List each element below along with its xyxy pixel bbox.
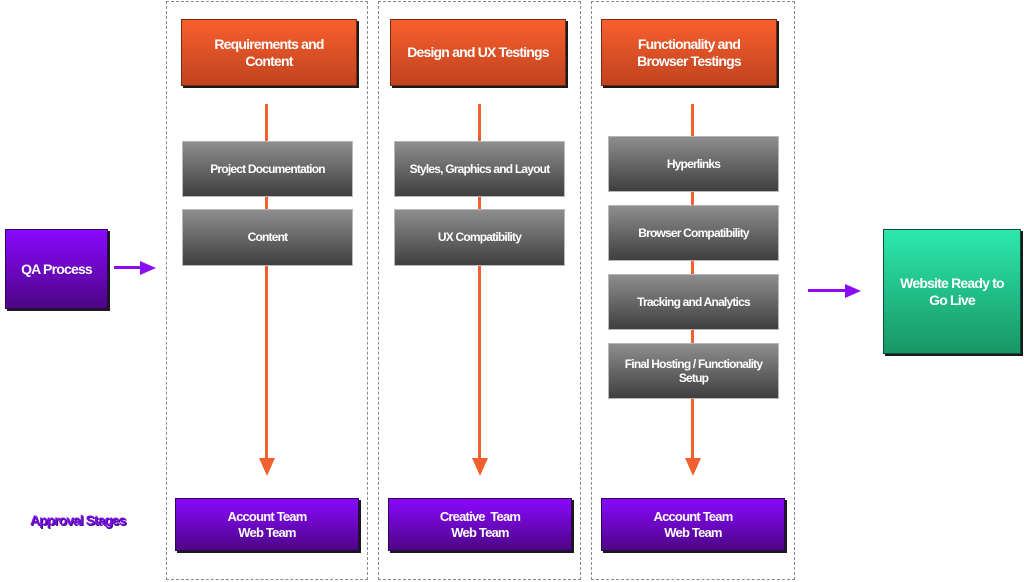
task-label: Tracking and Analytics	[637, 294, 750, 309]
task-label: Browser Compatibility	[638, 225, 749, 240]
task-final-hosting-setup[interactable]: Final Hosting / Functionality Setup	[608, 343, 779, 399]
task-project-documentation[interactable]: Project Documentation	[182, 141, 353, 197]
task-label: Styles, Graphics and Layout	[409, 161, 551, 176]
approval-team-1: Creative Team	[439, 508, 521, 524]
task-label: Hyperlinks	[666, 156, 721, 171]
approval-account-web-1[interactable]: Account Team Web Team	[175, 498, 359, 551]
start-arrow-line	[114, 266, 142, 269]
approval-creative-web[interactable]: Creative Team Web Team	[388, 498, 572, 551]
phase-functionality-browser[interactable]: Functionality and Browser Testings	[601, 19, 777, 86]
qa-process-node[interactable]: QA Process	[5, 229, 108, 309]
qa-process-label: QA Process	[21, 260, 93, 277]
phase-title: Design and UX Testings	[407, 44, 549, 61]
phase-requirements[interactable]: Requirements and Content	[181, 19, 357, 86]
flow-line-1	[265, 104, 268, 460]
approval-team-2: Web Team	[664, 524, 722, 540]
approval-team-2: Web Team	[238, 524, 296, 540]
start-arrow-head	[140, 260, 156, 275]
lane-design	[378, 1, 581, 580]
flow-arrowhead-3	[684, 458, 701, 476]
approval-team-1: Account Team	[653, 508, 733, 524]
website-ready-label: Website Ready to Go Live	[900, 274, 1004, 308]
website-ready-node[interactable]: Website Ready to Go Live	[883, 229, 1021, 354]
end-arrow-head	[845, 283, 861, 298]
flow-line-2	[478, 104, 481, 460]
phase-title: Functionality and Browser Testings	[637, 35, 741, 69]
phase-title: Requirements and Content	[214, 35, 324, 69]
task-label: Project Documentation	[210, 161, 325, 176]
approval-team-2: Web Team	[451, 524, 509, 540]
task-browser-compatibility[interactable]: Browser Compatibility	[608, 205, 779, 261]
task-label: UX Compatibility	[437, 230, 522, 245]
task-hyperlinks[interactable]: Hyperlinks	[608, 136, 779, 192]
flow-arrowhead-2	[471, 458, 488, 476]
task-ux-compatibility[interactable]: UX Compatibility	[394, 209, 565, 266]
task-label: Content	[247, 230, 289, 245]
approval-account-web-2[interactable]: Account Team Web Team	[601, 498, 785, 551]
lane-functionality	[591, 1, 795, 580]
lane-requirements	[166, 1, 368, 580]
flow-arrowhead-1	[258, 458, 275, 476]
end-arrow-line	[808, 289, 846, 292]
task-tracking-analytics[interactable]: Tracking and Analytics	[608, 274, 779, 330]
approval-stages-label: Approval Stages	[30, 512, 126, 528]
task-styles-graphics-layout[interactable]: Styles, Graphics and Layout	[394, 141, 565, 197]
approval-team-1: Account Team	[227, 508, 307, 524]
task-content[interactable]: Content	[182, 209, 353, 266]
phase-design-ux[interactable]: Design and UX Testings	[390, 19, 566, 86]
task-label: Final Hosting / Functionality Setup	[624, 356, 763, 385]
